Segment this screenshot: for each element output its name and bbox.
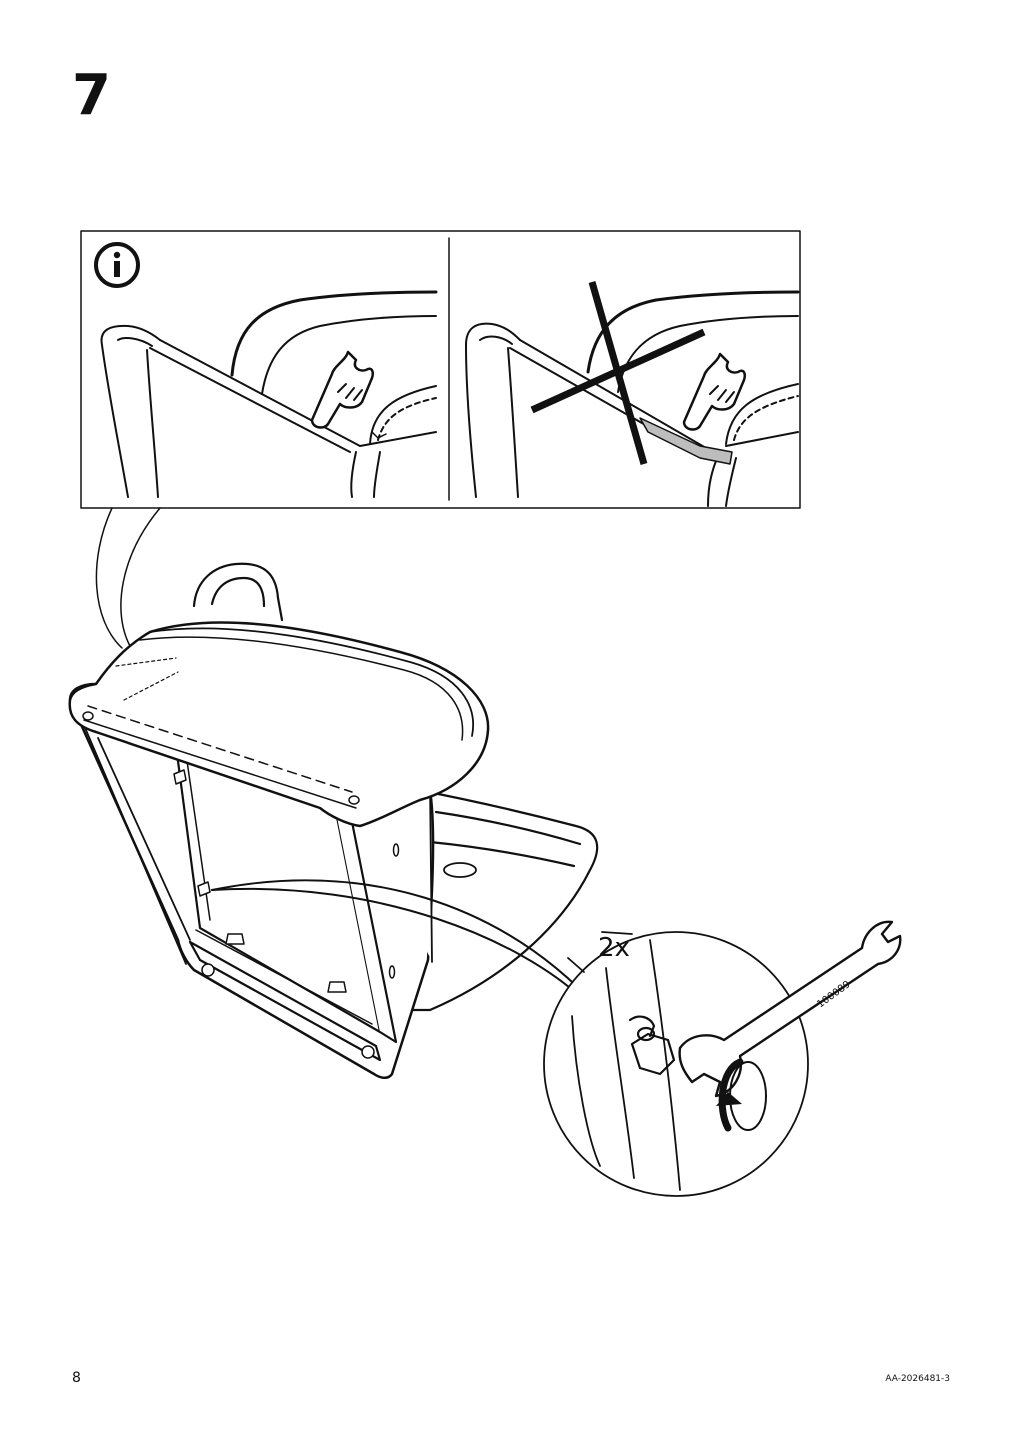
detail-pointer [211,887,585,1001]
info-panel-frame [80,230,801,509]
bolt [173,769,347,993]
quantity-label: 2x [598,933,630,963]
detail-circle: 100089 [543,920,902,1197]
nut [628,1015,676,1076]
info-panel [80,230,801,509]
protruding-fabric [639,417,733,465]
clockwise-arrow-icon [716,1058,767,1132]
pointing-hand-icon [682,352,746,431]
magnifier-line [120,507,161,647]
document-code: AA-2026481-3 [885,1374,950,1384]
info-icon [94,242,140,288]
magnifier-line [95,507,123,649]
wrench-icon [678,920,902,1098]
page-number: 8 [72,1370,81,1386]
cross-mark-icon [530,281,706,465]
pointing-hand-icon [310,350,374,429]
incorrect-detail [465,281,800,507]
step-number: 7 [72,63,111,128]
correct-detail [100,290,438,498]
chair-illustration [68,562,599,1079]
